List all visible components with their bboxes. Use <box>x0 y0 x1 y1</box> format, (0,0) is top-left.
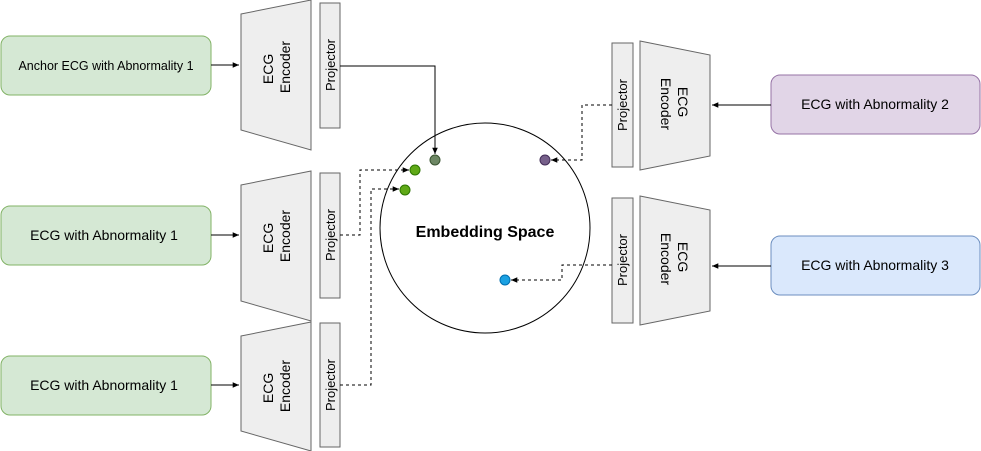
encoder-label-2-line1: ECG <box>260 223 276 253</box>
encoder-label-4-line2: Encoder <box>658 78 674 130</box>
projector-label-3: Projector <box>323 358 338 411</box>
svg-text:ECG Encoder: ECG Encoder <box>658 233 691 285</box>
arrow-anchor-projection <box>340 65 438 154</box>
encoder-label-5-line2: Encoder <box>658 233 674 285</box>
arrow-abnormality-3-projection <box>510 264 612 283</box>
encoder-label-5-line1: ECG <box>675 242 691 272</box>
embedding-space-label: Embedding Space <box>416 224 555 241</box>
svg-text:ECG Encoder: ECG Encoder <box>260 210 293 262</box>
encoder-label-3-line2: Encoder <box>277 360 293 412</box>
abnormality-2-embedding-point <box>539 154 551 166</box>
projector-label-abnormality-3: Projector <box>615 233 630 286</box>
projector-abnormality-3 <box>611 197 634 324</box>
anchor-input-label: Anchor ECG with Abnormality 1 <box>18 59 193 73</box>
negative-input-label-abnormality-2: ECG with Abnormality 2 <box>801 96 949 112</box>
ecg-encoder-1: ECG Encoder <box>240 0 312 151</box>
embedding-space-circle <box>379 122 591 334</box>
ecg-encoder-abnormality-3: ECG Encoder <box>639 195 711 326</box>
anchor-embedding-point <box>429 154 441 166</box>
abnormality-3-embedding-point <box>499 274 511 286</box>
encoder-label-2-line2: Encoder <box>277 210 293 262</box>
positive-input-label-1: ECG with Abnormality 1 <box>30 227 178 243</box>
encoder-label-4-line1: ECG <box>675 87 691 117</box>
positive-embedding-point-2 <box>399 184 411 196</box>
positive-embedding-point-1 <box>409 164 421 176</box>
svg-text:ECG Encoder: ECG Encoder <box>260 41 293 93</box>
arrow-positive-1-projection <box>340 167 409 236</box>
projector-label-1: Projector <box>323 38 338 91</box>
negative-input-label-abnormality-3: ECG with Abnormality 3 <box>801 257 949 273</box>
encoder-label-1-line1: ECG <box>260 54 276 84</box>
ecg-encoder-2: ECG Encoder <box>240 170 312 322</box>
arrow-abnormality-2-projection <box>551 104 612 163</box>
projector-label-2: Projector <box>323 208 338 261</box>
encoder-label-1-line2: Encoder <box>277 41 293 93</box>
ecg-encoder-3: ECG Encoder <box>240 321 312 451</box>
svg-text:ECG Encoder: ECG Encoder <box>260 360 293 412</box>
positive-input-label-2: ECG with Abnormality 1 <box>30 377 178 393</box>
projector-label-abnormality-2: Projector <box>615 78 630 131</box>
encoder-label-3-line1: ECG <box>260 373 276 403</box>
arrow-positive-2-projection <box>340 186 399 386</box>
ecg-encoder-abnormality-2: ECG Encoder <box>639 40 711 171</box>
svg-text:ECG Encoder: ECG Encoder <box>658 78 691 130</box>
